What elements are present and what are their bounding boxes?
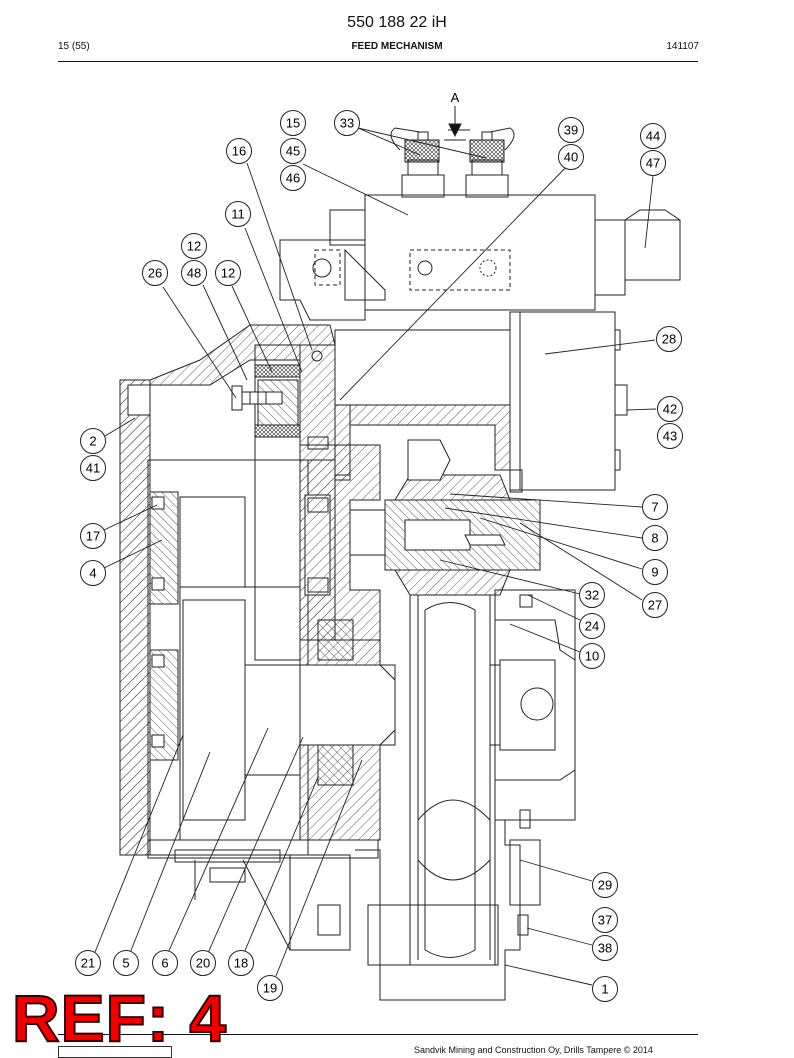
svg-text:42: 42 (663, 402, 677, 417)
callout-40: 40 (558, 144, 584, 170)
callout-7: 7 (642, 494, 668, 520)
callout-4: 4 (80, 560, 106, 586)
svg-text:6: 6 (161, 956, 168, 971)
footer-copyright: Sandvik Mining and Construction Oy, Dril… (414, 1045, 653, 1055)
callout-1: 1 (592, 976, 618, 1002)
svg-text:46: 46 (286, 171, 300, 186)
callout-balloons: 15 33 39 44 16 45 40 47 46 11 12 26 48 1… (75, 110, 683, 1002)
svg-text:47: 47 (646, 156, 660, 171)
callout-33: 33 (334, 110, 360, 136)
callout-15: 15 (280, 110, 306, 136)
callout-24: 24 (579, 613, 605, 639)
svg-text:1: 1 (601, 982, 608, 997)
callout-16: 16 (226, 138, 252, 164)
svg-text:44: 44 (646, 129, 660, 144)
callout-20: 20 (190, 950, 216, 976)
callout-29: 29 (592, 872, 618, 898)
svg-text:27: 27 (648, 598, 662, 613)
svg-text:2: 2 (89, 434, 96, 449)
svg-text:11: 11 (231, 207, 245, 222)
svg-text:18: 18 (234, 956, 248, 971)
callout-38: 38 (592, 935, 618, 961)
callout-5: 5 (113, 950, 139, 976)
callout-17: 17 (80, 523, 106, 549)
callout-42: 42 (657, 396, 683, 422)
svg-text:17: 17 (86, 529, 100, 544)
section-title: FEED MECHANISM (351, 41, 443, 52)
callout-26: 26 (142, 260, 168, 286)
callout-43: 43 (657, 423, 683, 449)
callout-19: 19 (257, 975, 283, 1001)
svg-text:9: 9 (651, 565, 658, 580)
callout-47: 47 (640, 150, 666, 176)
document-code: 550 188 22 iH (347, 14, 447, 31)
svg-text:43: 43 (663, 429, 677, 444)
callout-39: 39 (558, 117, 584, 143)
callout-18: 18 (228, 950, 254, 976)
callout-32: 32 (579, 582, 605, 608)
svg-text:32: 32 (585, 588, 599, 603)
callout-12-lower: 12 (215, 260, 241, 286)
svg-text:7: 7 (651, 500, 658, 515)
svg-text:20: 20 (196, 956, 210, 971)
svg-text:15: 15 (286, 116, 300, 131)
callout-21: 21 (75, 950, 101, 976)
svg-text:28: 28 (662, 332, 676, 347)
leader-lines (94, 127, 657, 986)
callout-28: 28 (656, 326, 682, 352)
callout-37: 37 (592, 907, 618, 933)
callout-6: 6 (152, 950, 178, 976)
callout-46: 46 (280, 165, 306, 191)
callout-12-upper: 12 (181, 233, 207, 259)
svg-text:33: 33 (340, 116, 354, 131)
callout-2: 2 (80, 428, 106, 454)
callout-45: 45 (280, 138, 306, 164)
svg-text:38: 38 (598, 941, 612, 956)
callout-44: 44 (640, 123, 666, 149)
callout-11: 11 (225, 201, 251, 227)
svg-text:12: 12 (221, 266, 235, 281)
view-marker-a: A (451, 90, 460, 105)
svg-text:21: 21 (81, 956, 95, 971)
svg-text:45: 45 (286, 144, 300, 159)
svg-text:8: 8 (651, 531, 658, 546)
callout-10: 10 (579, 643, 605, 669)
header-rule (58, 61, 698, 62)
svg-text:24: 24 (585, 619, 599, 634)
svg-text:41: 41 (86, 461, 100, 476)
callout-9: 9 (642, 559, 668, 585)
svg-text:29: 29 (598, 878, 612, 893)
date-code: 141107 (666, 41, 699, 52)
svg-text:5: 5 (122, 956, 129, 971)
svg-text:19: 19 (263, 981, 277, 996)
ref-stamp: REF: 4 (11, 981, 228, 1055)
svg-text:48: 48 (187, 266, 201, 281)
svg-text:16: 16 (232, 144, 246, 159)
svg-text:12: 12 (187, 239, 201, 254)
svg-text:40: 40 (564, 150, 578, 165)
callout-27: 27 (642, 592, 668, 618)
footer-rule (58, 1034, 698, 1035)
callout-8: 8 (642, 525, 668, 551)
svg-text:39: 39 (564, 123, 578, 138)
page-number: 15 (55) (58, 41, 90, 52)
svg-text:4: 4 (89, 566, 96, 581)
callout-48: 48 (181, 260, 207, 286)
svg-text:10: 10 (585, 649, 599, 664)
callout-41: 41 (80, 455, 106, 481)
svg-text:37: 37 (598, 913, 612, 928)
svg-text:26: 26 (148, 266, 162, 281)
